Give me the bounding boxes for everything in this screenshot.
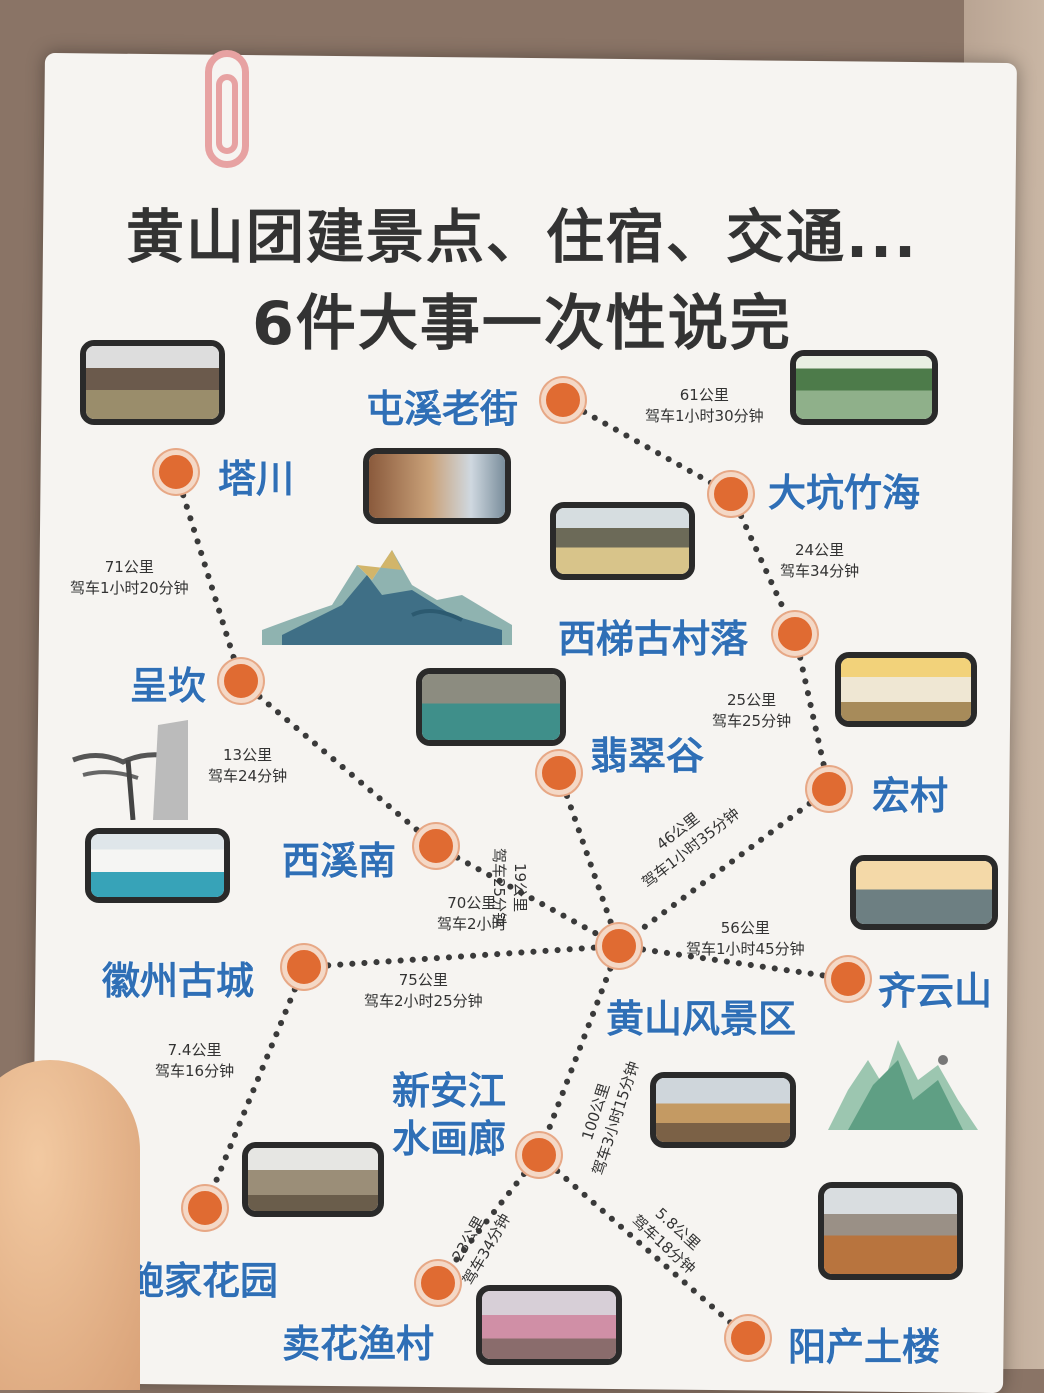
- route-feicui-huangshan: [556, 770, 622, 949]
- label-feicui: 翡翠谷: [590, 734, 705, 778]
- label-qiyun: 齐云山: [878, 969, 993, 1013]
- label-huangshan: 黄山风景区: [606, 997, 797, 1041]
- route-huizhou-huangshan: [301, 943, 622, 970]
- label-baojia: 鲍家花园: [126, 1259, 279, 1303]
- node-xinanjiang[interactable]: [517, 1133, 561, 1177]
- dist-tachuan-chengkan: 71公里驾车1小时20分钟: [70, 558, 189, 597]
- dist-huangshan-qiyun: 56公里驾车1小时45分钟: [686, 919, 805, 958]
- dist-huizhou-huangshan: 75公里驾车2小时25分钟: [364, 971, 483, 1010]
- route-xinanjiang-yangchan: [536, 1152, 751, 1341]
- route-tachuan-chengkan: [173, 469, 244, 684]
- page-subtitle: 6件大事一次性说完: [252, 289, 792, 359]
- dist-xiti-hongcun: 25公里驾车25分钟: [712, 691, 792, 730]
- node-xiti[interactable]: [773, 612, 817, 656]
- label-tachuan: 塔川: [218, 457, 295, 501]
- baojia-garden-photo: [242, 1142, 384, 1217]
- node-qiyun[interactable]: [826, 957, 870, 1001]
- route-xixinan-huangshan: [433, 843, 622, 949]
- node-huangshan[interactable]: [597, 924, 641, 968]
- hongcun-photo: [835, 652, 977, 727]
- label-xinanjiang-line1: 新安江: [392, 1069, 507, 1113]
- huizhou-town-photo: [85, 828, 230, 903]
- label-chengkan: 呈坎: [130, 664, 207, 708]
- hand-thumb: [0, 1060, 140, 1390]
- label-tunxi: 屯溪老街: [366, 387, 519, 431]
- maihua-village-photo: [476, 1285, 622, 1365]
- label-yangchan: 阳产土楼: [788, 1325, 941, 1369]
- route-xinanjiang-maihua: [435, 1152, 542, 1286]
- route-huangshan-xinanjiang: [536, 943, 622, 1158]
- route-dakeng-xiti: [728, 491, 798, 637]
- label-xiti: 西梯古村落: [558, 617, 749, 661]
- mountain-painting-art: [262, 550, 512, 645]
- huangshan-photo: [650, 1072, 796, 1148]
- label-dakeng: 大坑竹海: [768, 471, 921, 515]
- dist-tunxi-dakeng: 61公里驾车1小时30分钟: [645, 386, 764, 425]
- label-huizhou: 徽州古城: [102, 959, 255, 1003]
- node-feicui[interactable]: [537, 751, 581, 795]
- dakeng-bamboo-photo: [790, 350, 938, 425]
- yangchan-tulou-photo: [818, 1182, 963, 1280]
- node-yangchan[interactable]: [726, 1316, 770, 1360]
- dist-chengkan-xixinan: 13公里驾车24分钟: [208, 746, 288, 785]
- node-tunxi[interactable]: [541, 378, 585, 422]
- label-xixinan: 西溪南: [282, 839, 397, 883]
- tachuan-photo: [80, 340, 225, 425]
- route-tunxi-dakeng: [560, 397, 734, 497]
- qiyun-mountain-photo: [850, 855, 998, 930]
- dist-xixinan-huangshan: 70公里驾车2小时: [437, 894, 507, 933]
- dist-huizhou-baojia: 7.4公里驾车16分钟: [155, 1041, 235, 1080]
- route-xiti-hongcun: [792, 631, 832, 792]
- pine-tree-ink-art: [72, 720, 188, 820]
- tunxi-street-photo: [363, 448, 511, 524]
- route-hongcun-huangshan: [616, 786, 832, 949]
- paperclip-inner: [216, 74, 238, 154]
- node-xixinan[interactable]: [414, 824, 458, 868]
- node-maihua[interactable]: [416, 1261, 460, 1305]
- paperclip-icon: [205, 50, 249, 168]
- xiti-village-photo: [550, 502, 695, 580]
- label-xinanjiang-line2: 水画廊: [392, 1117, 507, 1161]
- label-hongcun: 宏村: [872, 774, 949, 818]
- node-baojia[interactable]: [183, 1186, 227, 1230]
- node-hongcun[interactable]: [807, 767, 851, 811]
- node-dakeng[interactable]: [709, 472, 753, 516]
- label-maihua: 卖花渔村: [282, 1322, 435, 1366]
- page-title: 黄山团建景点、住宿、交通...: [125, 203, 919, 271]
- node-huizhou[interactable]: [282, 945, 326, 989]
- node-tachuan[interactable]: [154, 450, 198, 494]
- route-huizhou-baojia: [202, 964, 307, 1211]
- route-huangshan-qiyun: [616, 943, 851, 982]
- feicui-valley-photo: [416, 668, 566, 746]
- node-chengkan[interactable]: [219, 659, 263, 703]
- green-mountain-art: [828, 1040, 978, 1130]
- dist-dakeng-xiti: 24公里驾车34分钟: [780, 541, 860, 580]
